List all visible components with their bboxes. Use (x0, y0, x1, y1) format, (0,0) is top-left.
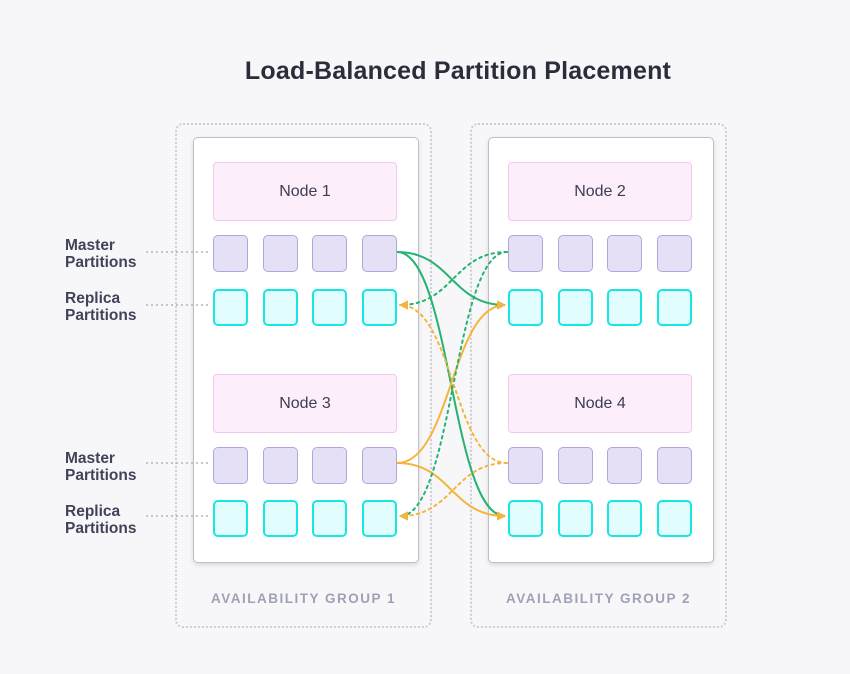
replica-partition-cell (213, 289, 248, 326)
replica-partition-cell (262, 289, 298, 326)
master-partition-row (213, 447, 397, 484)
replica-partition-cell (557, 289, 593, 326)
availability-group-1: Node 1 Node 3 AVAILABILITY GROUP 1 (175, 123, 432, 628)
replica-partitions-label: Replica Partitions (65, 290, 137, 325)
master-partition-row (508, 447, 692, 484)
replica-partition-cell (213, 500, 248, 537)
replica-partition-row (213, 500, 397, 537)
availability-group-2: Node 2 Node 4 AVAILABILITY GROUP 2 (470, 123, 727, 628)
replica-partition-cell (656, 289, 692, 326)
master-partition-cell (607, 447, 643, 484)
diagram-title: Load-Balanced Partition Placement (244, 57, 672, 85)
replica-partition-cell (607, 289, 643, 326)
master-partition-cell (262, 235, 298, 272)
master-partition-cell (607, 235, 643, 272)
master-partition-cell (656, 235, 692, 272)
replica-partition-cell (312, 500, 348, 537)
master-partition-cell (361, 235, 397, 272)
master-partition-cell (508, 235, 543, 272)
replica-partition-cell (361, 289, 397, 326)
master-partition-cell (557, 447, 593, 484)
master-partitions-label: Master Partitions (65, 237, 137, 272)
master-partition-cell (312, 235, 348, 272)
master-partition-cell (557, 235, 593, 272)
node-header: Node 4 (508, 374, 692, 433)
master-partition-row (213, 235, 397, 272)
node-header: Node 2 (508, 162, 692, 221)
master-partition-row (508, 235, 692, 272)
master-partitions-label: Master Partitions (65, 450, 137, 485)
master-partition-cell (312, 447, 348, 484)
master-partition-cell (213, 235, 248, 272)
replica-partition-row (213, 289, 397, 326)
master-partition-cell (213, 447, 248, 484)
replica-partition-cell (361, 500, 397, 537)
replica-partition-cell (656, 500, 692, 537)
master-partition-cell (262, 447, 298, 484)
replica-partition-cell (508, 500, 543, 537)
master-partition-cell (656, 447, 692, 484)
node-header: Node 1 (213, 162, 397, 221)
master-partition-cell (508, 447, 543, 484)
replica-partition-cell (557, 500, 593, 537)
availability-group-label: AVAILABILITY GROUP 1 (210, 591, 397, 606)
availability-group-label: AVAILABILITY GROUP 2 (505, 591, 692, 606)
node-header: Node 3 (213, 374, 397, 433)
node-card-group-2: Node 2 Node 4 (488, 137, 714, 563)
replica-partition-cell (607, 500, 643, 537)
master-partition-cell (361, 447, 397, 484)
node-card-group-1: Node 1 Node 3 (193, 137, 419, 563)
replica-partition-row (508, 500, 692, 537)
replica-partition-cell (262, 500, 298, 537)
replica-partitions-label: Replica Partitions (65, 503, 137, 538)
replica-partition-row (508, 289, 692, 326)
replica-partition-cell (312, 289, 348, 326)
replica-partition-cell (508, 289, 543, 326)
